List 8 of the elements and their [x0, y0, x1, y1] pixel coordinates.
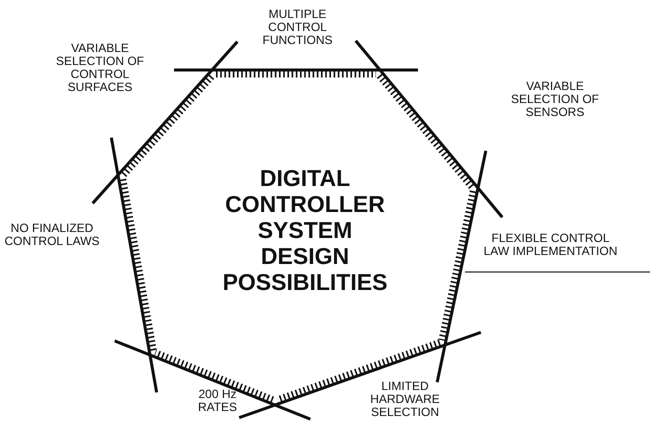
constraint-label: VARIABLE SELECTION OF SENSORS	[510, 80, 600, 119]
constraint-label: 200 Hz RATES	[196, 388, 238, 414]
constraint-label: NO FINALIZED CONTROL LAWS	[3, 222, 101, 248]
constraint-label: MULTIPLE CONTROL FUNCTIONS	[262, 8, 334, 47]
constraint-label: FLEXIBLE CONTROL LAW IMPLEMENTATION	[482, 232, 618, 258]
constraint-label: VARIABLE SELECTION OF CONTROL SURFACES	[54, 42, 145, 94]
constraint-label: LIMITED HARDWARE SELECTION	[369, 380, 441, 419]
center-title: DIGITAL CONTROLLER SYSTEM DESIGN POSSIBILITIES	[222, 165, 388, 295]
